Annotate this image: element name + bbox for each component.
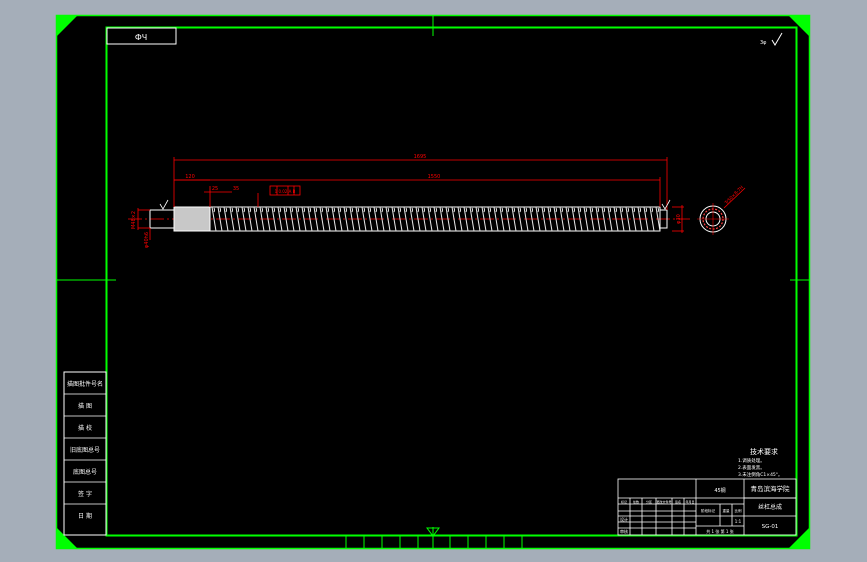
- side-label: 描 校: [78, 424, 92, 432]
- screw-body: [128, 206, 690, 232]
- tb-row-label: 处数: [633, 499, 639, 504]
- tb-scale: 1:1: [735, 519, 742, 524]
- section-view: [697, 187, 746, 235]
- roughness-symbol-icon: [771, 32, 783, 46]
- dim-thread-length: 1550: [428, 174, 441, 180]
- tb-part-name: 丝杠总成: [758, 503, 782, 511]
- tb-scale-label: 比例: [735, 508, 743, 513]
- tech-req-item: 2.表面发黑。: [738, 464, 765, 471]
- tech-req-item: 3.未注倒角C1×45°。: [738, 471, 783, 478]
- tech-req-title: 技术要求: [750, 447, 778, 456]
- tb-designer: 设计: [620, 516, 628, 522]
- tb-school: 青岛滨海学院: [751, 484, 791, 493]
- tb-row-label: 年月日: [685, 499, 694, 504]
- code-box: [106, 27, 177, 45]
- side-label-column: [63, 371, 107, 536]
- direction-arrow-icon: [426, 527, 440, 537]
- tb-checker: 审核: [620, 528, 628, 534]
- dim-right-dia: φ30: [676, 214, 682, 224]
- side-label: 描图批件号名: [67, 380, 103, 388]
- thread-teeth: [211, 206, 661, 232]
- tb-row-label: 标记: [621, 499, 627, 504]
- tb-sheet: 共 1 张 第 1 张: [706, 528, 733, 534]
- tolerance-frame: [269, 185, 301, 196]
- tb-row-label: 更改文件号: [656, 499, 671, 504]
- tb-material: 45钢: [714, 487, 725, 494]
- roughness-note: 3φ: [760, 40, 767, 46]
- right-journal: [659, 209, 668, 229]
- dim-left-dia-small: φ40h6: [144, 232, 150, 248]
- dim-left-segment: 120: [185, 174, 195, 180]
- tb-row-label: 签名: [675, 499, 681, 504]
- dim-left-diameter: M48×2: [131, 211, 137, 229]
- right-roughness-icon: [661, 199, 671, 210]
- side-label: 描 图: [78, 402, 92, 410]
- tolerance-frame-text: 1 0.02 A B: [275, 189, 296, 194]
- dim-small-b: 35: [233, 186, 239, 192]
- corner-mark-tl: [56, 15, 78, 37]
- dim-small-a: 25: [212, 186, 218, 192]
- tb-weight-label: 重量: [723, 508, 731, 513]
- dimensions: [137, 157, 684, 240]
- tb-row-labels: 标记 处数 分区更改文件号签名年月日: [621, 499, 695, 504]
- corner-mark-br: [788, 527, 810, 549]
- corner-mark-bl: [56, 527, 78, 549]
- title-block: [617, 478, 797, 536]
- dim-overall-length: 1695: [414, 154, 427, 160]
- corner-mark-tr: [788, 15, 810, 37]
- tb-stage-label: 阶段标记: [701, 508, 715, 513]
- left-shoulder: [173, 206, 211, 232]
- inner-frame: [105, 26, 798, 537]
- zone-ticks-bottom: [345, 536, 523, 548]
- tb-row-label: 分区: [646, 499, 652, 504]
- tech-req-item: 1.调质处理。: [738, 457, 765, 464]
- drawing-sheet: [56, 15, 810, 549]
- left-roughness-icon: [159, 199, 169, 210]
- side-label: 日 期: [78, 512, 92, 520]
- side-label: 签 字: [78, 490, 92, 498]
- code-box-text: ФЧ: [135, 33, 147, 42]
- tech-req-items: 1.调质处理。2.表面发黑。3.未注倒角C1×45°。: [738, 457, 783, 478]
- side-label: 旧底图总号: [70, 446, 100, 454]
- side-label: 底图总号: [73, 468, 97, 476]
- tb-drawing-no: SG-01: [762, 524, 779, 530]
